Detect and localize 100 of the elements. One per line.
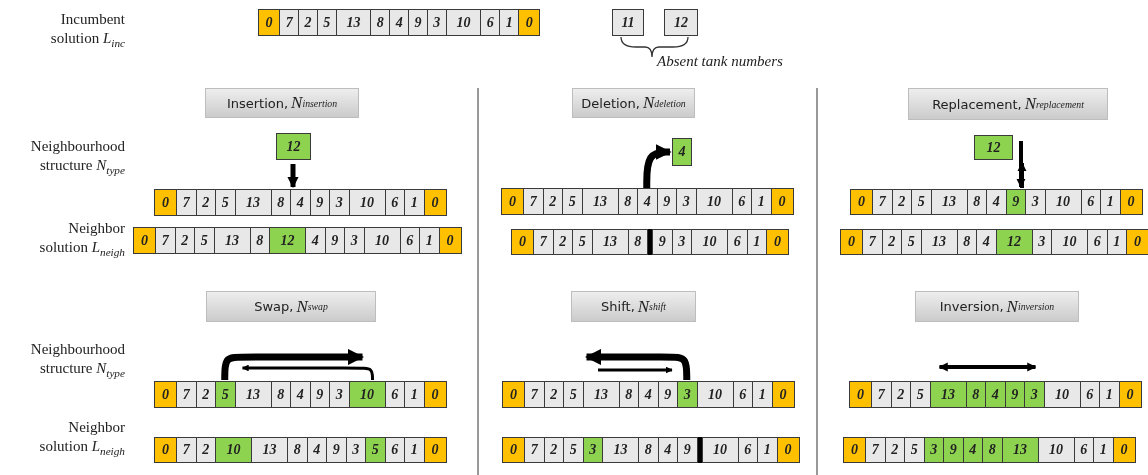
tank-number-cell: 13 [582,381,620,408]
tank-number-cell: 6 [1087,229,1108,255]
tank-number-cell: 13 [920,229,958,255]
tank-number-cell: 3 [1024,381,1045,408]
tank-number-cell: 13 [1001,437,1039,463]
tank-number-cell: 12 [664,9,698,36]
tank-number-cell: 13 [234,381,272,408]
tank-number-cell: 0 [154,189,177,216]
tank-number-cell: 11 [612,9,644,36]
tank-number-cell: 4 [976,229,997,255]
tank-number-cell: 12 [269,227,306,254]
tank-number-cell: 7 [865,437,886,463]
tank-number-cell: 13 [251,437,288,463]
tank-number-cell: 7 [279,9,300,36]
tank-number-cell: 8 [982,437,1003,463]
tank-number-cell: 10 [348,189,386,216]
tank-number-cell: 0 [258,9,281,36]
arrow [1017,162,1027,188]
tank-number-cell: 6 [727,229,748,255]
tank-number-cell: 4 [637,188,658,215]
row-label: Neighbor solution L$_{neigh}$ [38,418,125,458]
tank-number-cell: 10 [701,437,739,463]
tank-number-cell: 13 [213,227,251,254]
tank-number-cell: 12 [276,133,311,160]
tank-number-cell: 9 [652,229,673,255]
tank-number-cell: 3 [426,9,447,36]
tank-number-cell: 0 [502,381,525,408]
tank-number-cell: 7 [155,227,176,254]
tank-number-cell: 0 [518,9,541,36]
tank-number-cell: 5 [562,188,583,215]
tank-number-cell: 0 [423,189,447,216]
tank-number-cell: 5 [563,437,584,463]
tank-number-cell: 0 [771,381,795,408]
tank-number-cell: 1 [1093,437,1114,463]
row-label: Neighbor solution L$_{neigh}$ [38,219,125,259]
tank-number-cell: 5 [215,381,236,408]
tank-number-cell: 3 [329,381,350,408]
tank-number-cell: 1 [499,9,520,36]
tank-number-cell: 6 [480,9,501,36]
tank-number-cell: 3 [677,381,698,408]
tank-number-cell: 5 [316,9,337,36]
annotation-text: Absent tank numbers [657,52,783,71]
tank-number-cell: 0 [502,437,525,463]
row-label: Neighbourhood structure N$_{type}$ [29,340,125,380]
tank-number-cell: 1 [751,188,772,215]
tank-number-cell: 0 [843,437,866,463]
tank-number-cell: 0 [501,188,524,215]
tank-number-cell: 13 [929,381,967,408]
tank-number-cell: 3 [676,188,697,215]
tank-number-cell: 13 [234,189,272,216]
tank-number-cell: 13 [581,188,619,215]
tank-number-cell: 0 [154,381,177,408]
tank-number-cell: 5 [901,229,922,255]
tank-number-cell: 8 [370,9,391,36]
arrow [643,143,672,188]
tank-number-cell: 1 [1099,381,1120,408]
tank-number-cell: 5 [194,227,215,254]
tank-number-cell: 10 [348,381,386,408]
tank-number-cell: 4 [638,381,659,408]
tank-number-cell: 7 [176,189,197,216]
tank-number-cell: 4 [672,138,692,166]
tank-number-cell: 10 [215,437,252,463]
arrow [1016,141,1026,188]
tank-number-cell: 0 [766,229,789,255]
tank-number-cell: 7 [176,381,197,408]
tank-number-cell: 10 [363,227,401,254]
tank-number-cell: 5 [572,229,593,255]
tank-number-cell: 3 [329,189,350,216]
tank-number-cell: 0 [850,189,873,215]
tank-number-cell: 4 [389,9,410,36]
arrow [241,364,374,380]
tank-number-cell: 10 [1037,437,1075,463]
tank-number-cell: 0 [1118,381,1142,408]
tank-number-cell: 0 [840,229,863,255]
tank-number-cell: 4 [986,189,1007,215]
tank-number-cell: 10 [1044,189,1082,215]
tank-number-cell: 1 [419,227,440,254]
tank-number-cell: 10 [445,9,482,36]
tank-number-cell: 9 [326,437,347,463]
tank-number-cell: 1 [404,189,425,216]
tank-number-cell: 0 [849,381,872,408]
tank-number-cell: 10 [696,381,734,408]
tank-number-cell: 13 [591,229,629,255]
arrow [221,348,365,380]
tank-number-cell: 0 [1112,437,1136,463]
row-label: Neighbourhood structure N$_{type}$ [29,137,125,177]
tank-number-cell: 8 [287,437,308,463]
tank-number-cell: 0 [423,381,447,408]
tank-number-cell: 9 [677,437,698,463]
tank-number-cell: 1 [404,437,425,463]
tank-number-cell: 0 [1126,229,1148,255]
tank-number-cell: 4 [290,189,311,216]
tank-number-cell: 10 [1043,381,1081,408]
tank-number-cell: 0 [1119,189,1143,215]
tank-number-cell: 5 [563,381,584,408]
tank-number-cell: 0 [776,437,800,463]
tank-number-cell: 5 [910,381,931,408]
tank-number-cell: 10 [1051,229,1088,255]
tank-number-cell: 4 [305,227,326,254]
tank-number-cell: 12 [974,135,1013,160]
